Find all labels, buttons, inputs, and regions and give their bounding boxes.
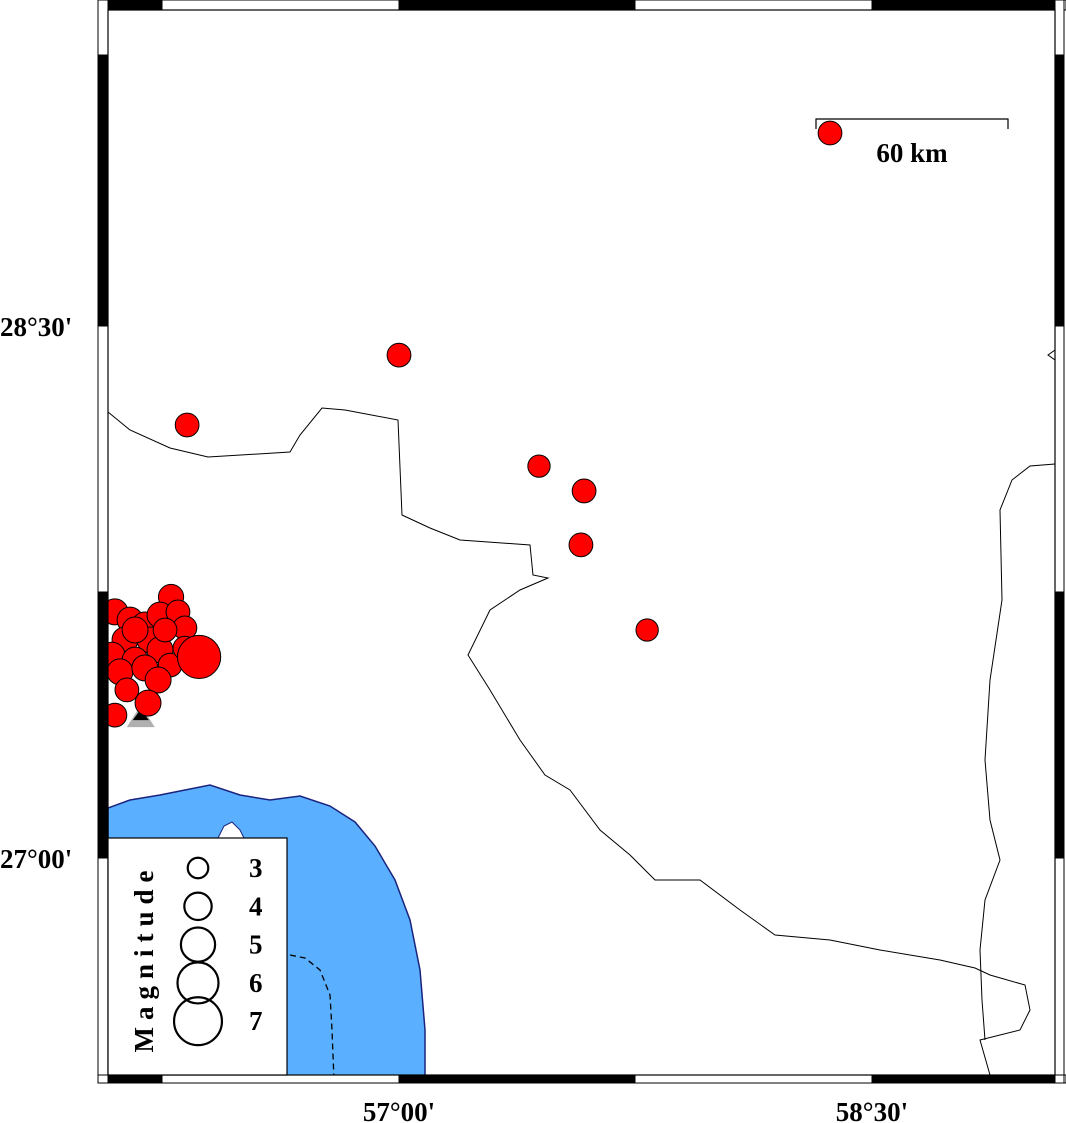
map-border: [107, 9, 1056, 1076]
frame-segment: [97, 857, 109, 1076]
scale-bar-label: 60 km: [876, 138, 948, 168]
earthquake-event[interactable]: [571, 478, 597, 504]
latitude-label: 28°30': [0, 312, 72, 342]
frame-segment: [1054, 1074, 1065, 1084]
earthquake-event[interactable]: [527, 454, 551, 478]
legend-label: 3: [249, 853, 263, 883]
frame-segment: [871, 1074, 1056, 1084]
province-border: [108, 407, 1031, 1075]
magnitude-legend: Magnitude 3 4 5 6 7: [107, 837, 288, 1076]
earthquake-event[interactable]: [817, 120, 843, 146]
scale-bar: 60 km: [815, 118, 1009, 168]
frame-segment: [1054, 591, 1065, 859]
frame-segment: [97, 54, 109, 327]
earthquake-event[interactable]: [386, 342, 412, 368]
earthquake-event[interactable]: [121, 616, 149, 644]
longitude-label: 58°30': [836, 1097, 908, 1123]
frame-segment: [97, 591, 109, 859]
frame-segment: [1054, 54, 1065, 327]
legend-circle: [186, 856, 210, 880]
province-border-east: [979, 463, 1055, 1041]
latitude-label: 27°00': [0, 844, 72, 874]
frame-segment: [634, 0, 873, 11]
frame-segment: [1054, 325, 1065, 593]
legend-label: 7: [249, 1006, 263, 1036]
frame-segment: [97, 325, 109, 593]
frame-segment: [398, 0, 636, 11]
frame-segment: [97, 0, 109, 56]
earthquake-event[interactable]: [152, 617, 178, 643]
province-border-notch: [1047, 349, 1055, 361]
legend-circle: [172, 996, 224, 1047]
earthquake-event[interactable]: [144, 666, 172, 694]
longitude-label: 57°00': [363, 1097, 435, 1123]
frame-segment: [161, 1074, 400, 1084]
legend-title: Magnitude: [129, 863, 159, 1052]
frame-segment: [634, 1074, 873, 1084]
legend-label: 6: [249, 968, 263, 998]
earthquake-event[interactable]: [174, 412, 200, 438]
earthquake-event[interactable]: [568, 532, 594, 558]
frame-segment: [161, 0, 400, 11]
earthquake-event[interactable]: [114, 677, 140, 703]
maritime-boundary: [289, 954, 335, 1075]
frame-segment: [1054, 857, 1065, 1076]
earthquake-event[interactable]: [635, 618, 659, 642]
frame-segment: [871, 0, 1056, 11]
frame-segment: [97, 1074, 109, 1084]
station-marker: [132, 709, 149, 721]
frame-segment: [1054, 0, 1065, 56]
legend-circle: [176, 961, 220, 1005]
map-frame: [97, 0, 1066, 1084]
legend-circle: [183, 891, 213, 922]
earthquake-event[interactable]: [134, 689, 162, 717]
legend-label: 5: [249, 930, 263, 960]
earthquake-event[interactable]: [176, 634, 222, 680]
earthquake-event[interactable]: [103, 702, 128, 728]
frame-segment: [398, 1074, 636, 1084]
legend-label: 4: [249, 891, 263, 921]
